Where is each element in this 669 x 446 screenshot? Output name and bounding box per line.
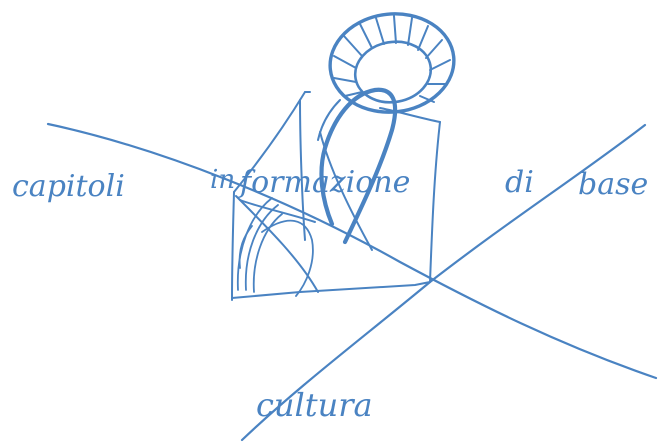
word-capitoli: capitoli bbox=[12, 169, 125, 204]
halo-ring bbox=[325, 8, 459, 118]
word-cultura: cultura bbox=[256, 386, 373, 424]
word-base: base bbox=[578, 167, 648, 202]
handwritten-text: capitoli in formazione di base cultura bbox=[12, 165, 648, 424]
ink-drawing bbox=[48, 8, 656, 440]
diagonal-line-descending bbox=[48, 124, 656, 378]
word-di: di bbox=[505, 165, 534, 200]
word-in: in bbox=[210, 165, 235, 195]
word-formazione: formazione bbox=[238, 165, 410, 200]
